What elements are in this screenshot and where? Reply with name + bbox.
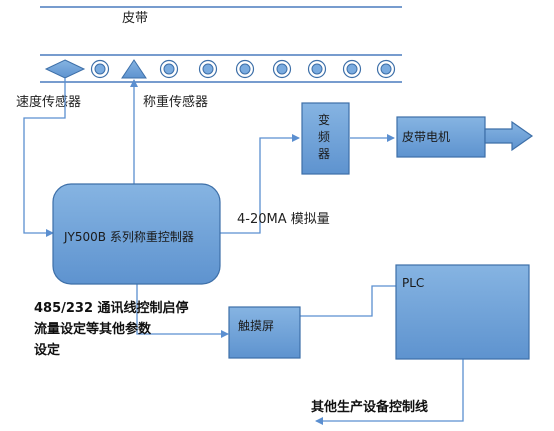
touchscreen-label: 触摸屏	[238, 319, 274, 333]
roller-3	[198, 59, 218, 79]
comm-note-line-2: 流量设定等其他参数	[34, 321, 152, 337]
motor-output-arrow	[484, 120, 534, 152]
controller-label: JY500B 系列称重控制器	[63, 230, 194, 244]
connectors	[23, 78, 464, 425]
plc-output-line	[315, 359, 464, 425]
roller-1	[90, 59, 110, 79]
roller-2	[159, 59, 179, 79]
analog-signal-label: 4-20MA 模拟量	[237, 212, 330, 227]
roller-4	[235, 59, 255, 79]
motor-box: 皮带电机	[396, 116, 534, 158]
roller-6	[307, 59, 327, 79]
touchscreen-box: 触摸屏	[228, 306, 301, 359]
comm-line	[136, 284, 229, 338]
plc-label: PLC	[402, 276, 424, 290]
comm-note-line-1: 485/232 通讯线控制启停	[34, 300, 189, 316]
speed-sensor-label: 速度传感器	[16, 94, 81, 110]
inverter-char-1: 变	[318, 112, 330, 127]
belt: 皮带	[40, 6, 402, 83]
speed-sensor-line	[23, 78, 66, 237]
motor-label: 皮带电机	[402, 130, 450, 144]
controller-box: JY500B 系列称重控制器	[52, 183, 221, 285]
inverter-char-3: 器	[318, 147, 330, 161]
roller-8	[376, 59, 396, 79]
inverter-char-2: 频	[318, 130, 330, 144]
inverter-box: 变 频 器	[301, 102, 350, 175]
speed-sensor-diamond	[44, 59, 86, 79]
weight-sensor-label: 称重传感器	[143, 94, 208, 110]
analog-signal-line	[220, 134, 300, 234]
plc-box: PLC	[395, 264, 530, 360]
roller-5	[272, 59, 292, 79]
comm-note-line-3: 设定	[34, 342, 60, 358]
touchscreen-plc-line	[300, 285, 396, 317]
weight-sensor-triangle	[121, 59, 147, 79]
roller-7	[342, 59, 362, 79]
other-control-label: 其他生产设备控制线	[311, 399, 428, 415]
belt-label: 皮带	[122, 11, 148, 26]
